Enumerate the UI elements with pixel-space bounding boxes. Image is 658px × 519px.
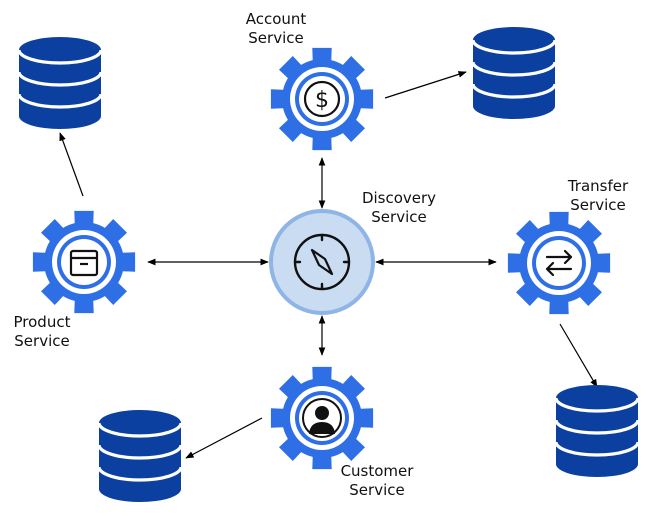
- edge-transfer-database: [559, 323, 598, 388]
- compass-icon: [293, 233, 351, 291]
- account-database: [471, 27, 557, 119]
- box-icon: [69, 249, 99, 277]
- product-service-node: [32, 210, 136, 314]
- svg-text:$: $: [315, 88, 329, 113]
- discovery-service-label: Discovery Service: [361, 189, 437, 226]
- transfer-service-label: Transfer Service: [567, 177, 629, 214]
- edge-customer-database: [185, 417, 263, 459]
- account-service-node: $: [270, 47, 374, 151]
- product-database: [17, 37, 103, 129]
- discovery-service-node: [269, 209, 375, 315]
- product-service-label: Product Service: [13, 313, 71, 350]
- edge-product-database: [59, 132, 84, 197]
- transfer-service-node: [507, 211, 611, 315]
- customer-database: [97, 410, 183, 502]
- customer-service-label: Customer Service: [340, 462, 414, 499]
- account-service-label: Account Service: [245, 10, 307, 47]
- swap-arrows-icon: [545, 249, 573, 277]
- dollar-icon: $: [303, 80, 341, 118]
- transfer-database: [554, 385, 640, 477]
- customer-service-node: [270, 366, 374, 470]
- edge-account-database: [384, 71, 467, 99]
- user-icon: [302, 398, 342, 438]
